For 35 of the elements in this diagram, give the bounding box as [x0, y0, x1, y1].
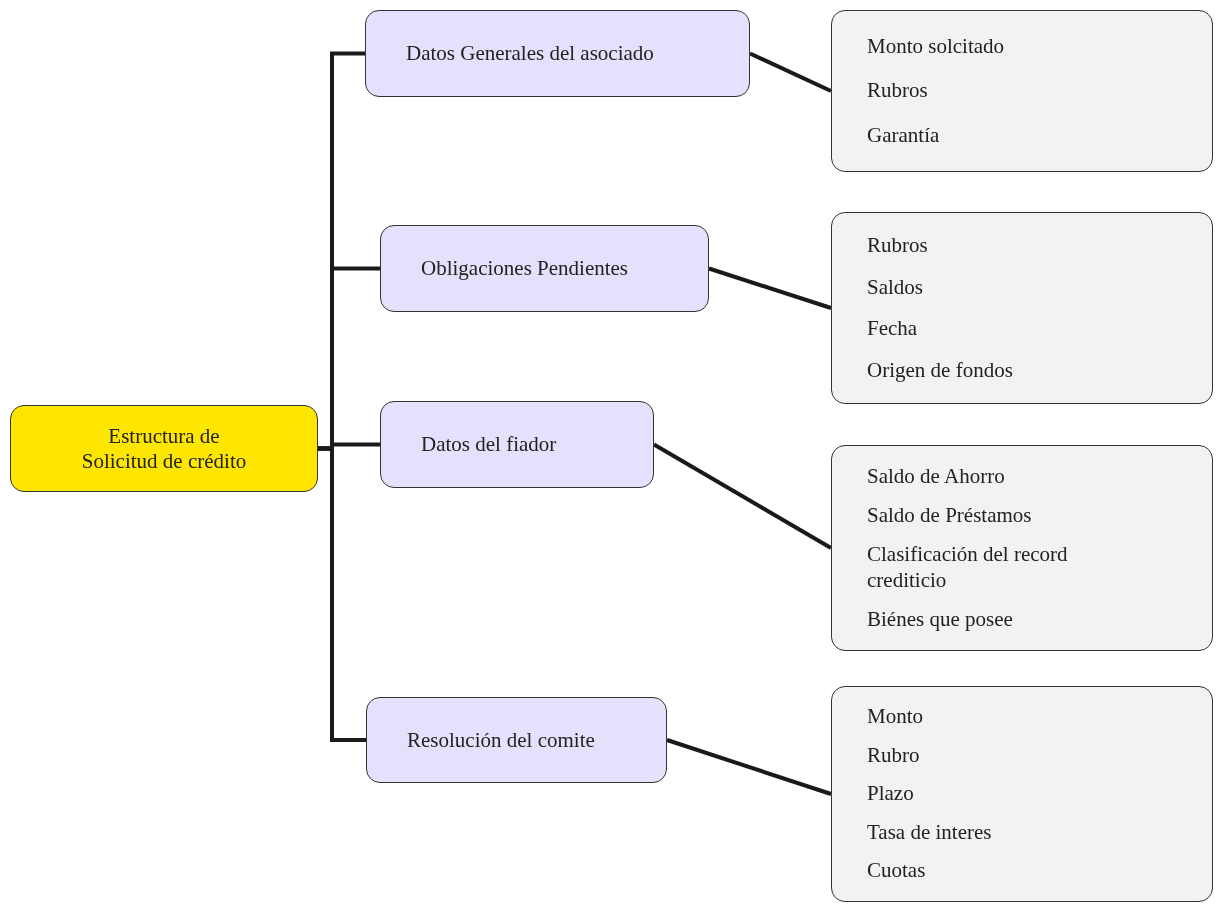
item-text: Cuotas [867, 858, 927, 884]
item-text: Clasificación del record crediticio [867, 542, 1069, 593]
box-label: Datos del fiador [421, 432, 557, 457]
box-label: Resolución del comite [407, 727, 595, 753]
category-box [366, 697, 667, 783]
detail-box [831, 10, 1213, 172]
category-box [380, 401, 654, 488]
item-text: Origen de fondos [867, 357, 1014, 383]
detail-box [831, 445, 1213, 651]
item-text: Fecha [867, 316, 919, 342]
item-text: Monto solcitado [867, 34, 1006, 60]
item-text: Rubro [867, 742, 921, 769]
category-box [365, 10, 750, 97]
box-label: Datos Generales del asociado [406, 41, 654, 66]
root-box [10, 405, 318, 492]
detail-box [831, 686, 1213, 902]
item-text: Saldos [867, 274, 924, 300]
detail-box [831, 212, 1213, 404]
connector-line [318, 446, 366, 742]
connector-line [708, 266, 832, 310]
connector-line [666, 738, 832, 796]
item-text: Biénes que posee [867, 606, 1014, 632]
category-box [380, 225, 709, 312]
box-label: Obligaciones Pendientes [421, 256, 629, 281]
item-text: Saldo de Ahorro [867, 464, 1006, 490]
item-text: Monto [867, 704, 924, 730]
item-text: Saldo de Préstamos [867, 503, 1033, 529]
box-label: Estructura de Solicitud de crédito [81, 423, 247, 474]
item-text: Plazo [867, 781, 915, 807]
connector-line [653, 442, 832, 550]
connector-line [749, 51, 832, 93]
item-text: Garantía [867, 122, 941, 148]
item-text: Rubros [867, 78, 929, 104]
item-text: Rubros [867, 233, 929, 259]
item-text: Tasa de interes [867, 819, 993, 846]
